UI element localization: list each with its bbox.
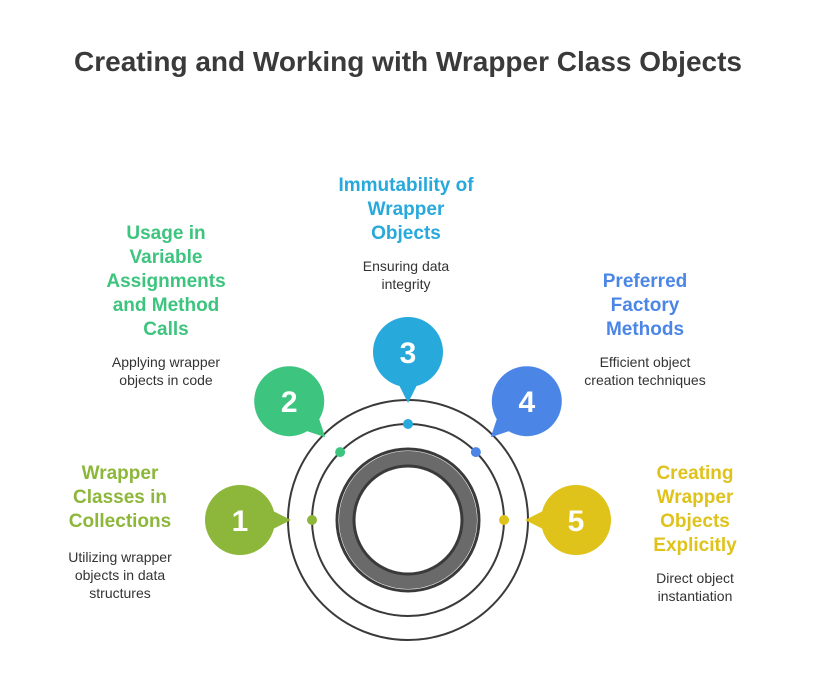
step-4-ring-dot: [470, 447, 481, 458]
step-5-ring-dot: [499, 515, 509, 525]
step-3-bubble: [373, 317, 443, 387]
step-3-ring-dot: [403, 419, 413, 429]
step-1-description: Utilizing wrapper objects in data struct…: [68, 549, 172, 601]
step-5-heading: Creating Wrapper Objects Explicitly: [653, 463, 737, 556]
step-4-heading: Preferred Factory Methods: [602, 271, 688, 340]
step-5-description: Direct object instantiation: [656, 570, 734, 604]
step-4-bubble: [491, 366, 562, 437]
step-2-description: Applying wrapper objects in code: [111, 354, 221, 388]
step-2-bubble: [254, 366, 325, 437]
step-1-ring-dot: [307, 515, 317, 525]
center-core-edge-inner: [352, 464, 464, 576]
center-core-edge-outer: [335, 447, 481, 593]
step-3-number: 3: [400, 337, 417, 370]
diagram-title: Creating and Working with Wrapper Class …: [74, 46, 742, 77]
step-3-heading: Immutability of Wrapper Objects: [338, 175, 474, 244]
step-2-number: 2: [281, 386, 298, 419]
step-1-number: 1: [232, 505, 249, 538]
step-3-description: Ensuring data integrity: [362, 258, 450, 292]
step-1-heading: Wrapper Classes in Collections: [68, 463, 172, 532]
step-2-ring-dot: [335, 447, 346, 458]
center-core: [339, 451, 477, 589]
step-4-number: 4: [518, 386, 535, 419]
step-5-bubble: [541, 485, 611, 555]
step-2-heading: Usage in Variable Assignments and Method…: [106, 223, 226, 340]
step-1-bubble: [205, 485, 275, 555]
step-5-number: 5: [568, 505, 585, 538]
step-4-description: Efficient object creation techniques: [584, 354, 706, 388]
